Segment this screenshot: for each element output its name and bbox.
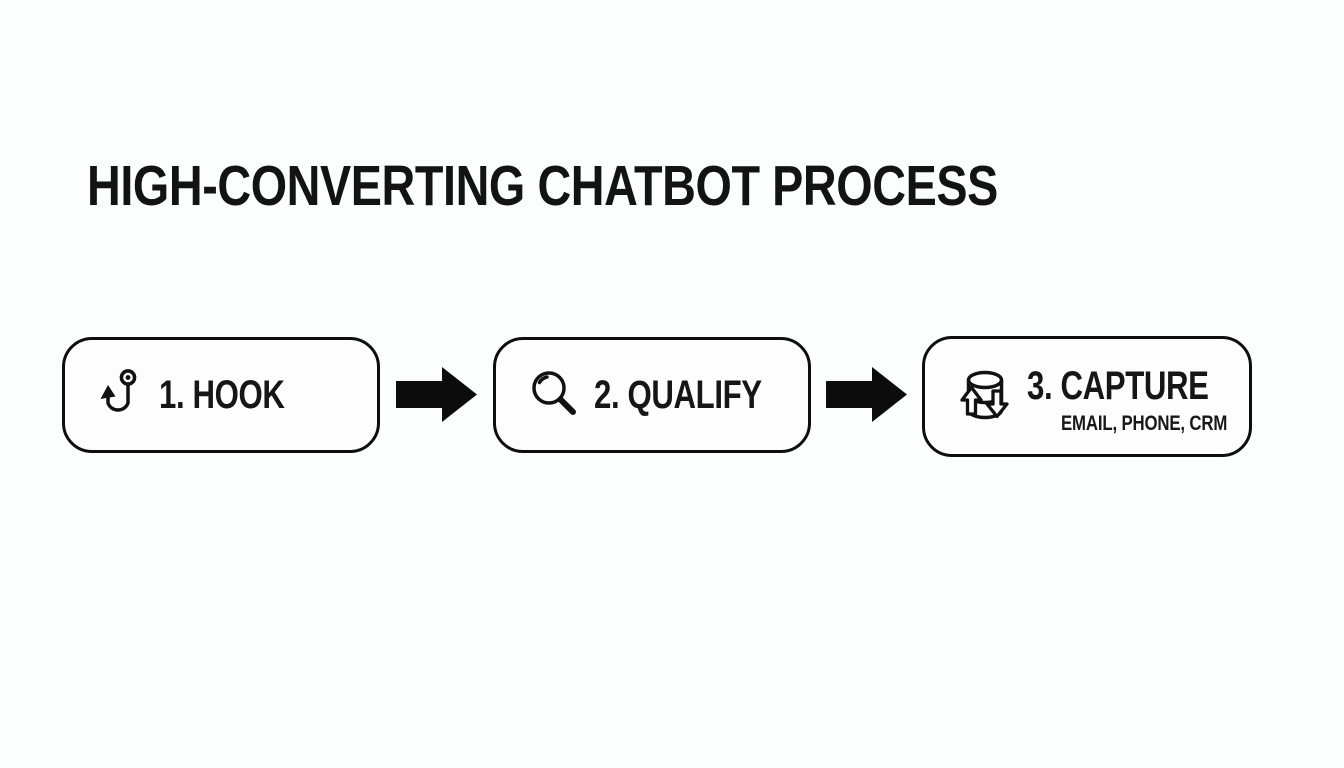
magnifier-icon	[526, 366, 584, 424]
step-label-text: 3. CAPTURE	[1027, 363, 1209, 408]
step-text-column: 3. CAPTURE EMAIL, PHONE, CRM	[1027, 366, 1269, 434]
fishing-hook-icon	[95, 366, 143, 424]
step-label-text: 1. HOOK	[159, 373, 285, 417]
flow-step-qualify: 2. QUALIFY	[493, 337, 811, 453]
page-title: HIGH-CONVERTING CHATBOT PROCESS	[87, 154, 1198, 218]
flow-step-hook: 1. HOOK	[62, 337, 380, 453]
page-title-text: HIGH-CONVERTING CHATBOT PROCESS	[87, 154, 998, 218]
step-sublabel: EMAIL, PHONE, CRM	[1061, 413, 1269, 434]
step-label: 1. HOOK	[159, 375, 320, 415]
arrow-right-icon	[396, 366, 478, 423]
step-label: 2. QUALIFY	[594, 375, 809, 415]
step-label: 3. CAPTURE	[1027, 366, 1269, 406]
flow-step-capture: 3. CAPTURE EMAIL, PHONE, CRM	[922, 336, 1252, 457]
step-sublabel-text: EMAIL, PHONE, CRM	[1061, 411, 1228, 435]
database-sync-icon	[949, 366, 1015, 428]
step-label-text: 2. QUALIFY	[594, 373, 762, 417]
arrow-right-icon	[826, 366, 908, 423]
